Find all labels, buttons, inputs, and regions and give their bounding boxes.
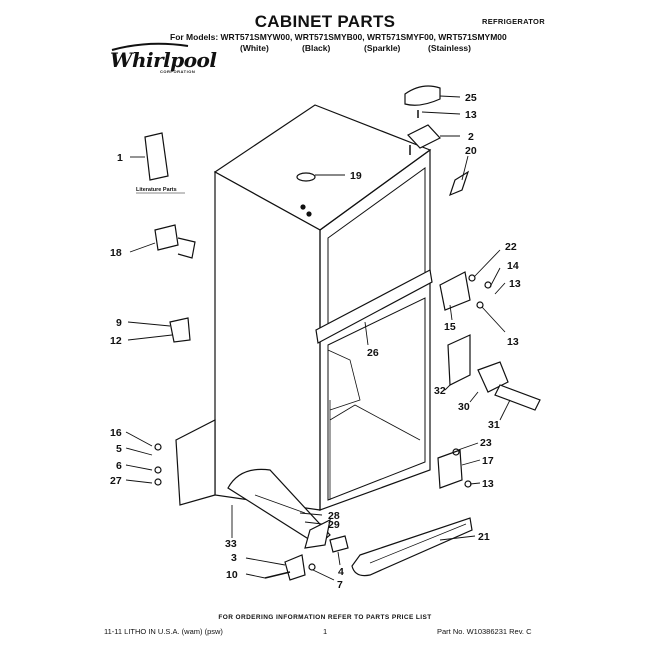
toe-grille-21 xyxy=(351,517,473,577)
callout-10: 10 xyxy=(226,569,238,581)
callout-2: 2 xyxy=(468,131,474,143)
part-12-bracket xyxy=(169,317,191,343)
page-title: CABINET PARTS xyxy=(254,12,396,31)
literature-parts-label: Literature Parts xyxy=(136,187,177,193)
roller-3 xyxy=(284,554,306,581)
part-18-leveler xyxy=(154,224,196,259)
callout-26: 26 xyxy=(367,347,379,359)
hinge-assembly-30 xyxy=(477,361,509,393)
ordering-note: FOR ORDERING INFORMATION REFER TO PARTS … xyxy=(218,614,432,621)
callout-28: 28 xyxy=(328,510,340,522)
whirlpool-logo-swoosh-icon xyxy=(111,42,189,51)
callout-16: 16 xyxy=(110,427,122,439)
callout-1: 1 xyxy=(117,152,123,164)
variant-stainless: (Stainless) xyxy=(428,43,471,53)
callout-15: 15 xyxy=(444,321,456,333)
callout-13-bottom: 13 xyxy=(482,478,494,490)
variant-black: (Black) xyxy=(302,43,331,53)
callout-13-top: 13 xyxy=(465,109,477,121)
callout-12: 12 xyxy=(110,335,122,347)
callout-20: 20 xyxy=(465,145,477,157)
pad-4 xyxy=(329,535,349,553)
callout-3: 3 xyxy=(231,552,237,564)
callout-13-middle: 13 xyxy=(509,278,521,290)
part-number: Part No. W10386231 Rev. C xyxy=(437,627,532,636)
callout-27: 27 xyxy=(110,475,122,487)
callout-32: 32 xyxy=(434,385,446,397)
bracket-32 xyxy=(447,334,471,386)
callout-19: 19 xyxy=(350,170,362,182)
center-mullion xyxy=(315,269,433,344)
hinge-cover-25 xyxy=(404,85,441,106)
literature-parts-icon xyxy=(144,132,169,181)
shim-20 xyxy=(449,170,470,197)
callout-22: 22 xyxy=(505,241,517,253)
litho-info: 11-11 LITHO IN U.S.A. (wam) (psw) xyxy=(104,627,223,636)
callout-9: 9 xyxy=(116,317,122,329)
callout-6: 6 xyxy=(116,460,122,472)
model-list: For Models: WRT571SMYW00, WRT571SMYB00, … xyxy=(170,32,507,42)
cabinet-front-frame xyxy=(319,148,431,511)
base-clip-29 xyxy=(304,518,331,549)
callout-18: 18 xyxy=(110,247,122,259)
bottom-hinge-17 xyxy=(437,449,463,489)
callout-33: 33 xyxy=(225,538,237,550)
callout-7: 7 xyxy=(337,579,343,591)
callout-13-lower: 13 xyxy=(507,336,519,348)
callout-30: 30 xyxy=(458,401,470,413)
callout-23: 23 xyxy=(480,437,492,449)
hinge-pin-31 xyxy=(494,384,541,411)
appliance-category: REFRIGERATOR xyxy=(482,17,545,26)
plug-19 xyxy=(296,172,316,182)
callout-4: 4 xyxy=(338,566,344,578)
callout-17: 17 xyxy=(482,455,494,467)
variant-white: (White) xyxy=(240,43,269,53)
fresh-food-compartment xyxy=(327,297,426,501)
callout-31: 31 xyxy=(488,419,500,431)
center-hinge-14 xyxy=(439,271,471,311)
rear-bracket-27 xyxy=(175,419,216,506)
callout-25: 25 xyxy=(465,92,477,104)
callout-21: 21 xyxy=(478,531,490,543)
callout-29: 29 xyxy=(328,519,340,531)
cabinet-side-face xyxy=(214,170,321,511)
brand-sub: CORPORATION xyxy=(160,69,196,74)
page-number: 1 xyxy=(323,627,328,636)
callout-labels: 25 13 2 20 1 19 18 22 14 13 9 12 15 13 2… xyxy=(110,92,521,591)
callout-5: 5 xyxy=(116,443,122,455)
brand-logo: Whirlpool xyxy=(110,48,217,72)
variant-sparkle: (Sparkle) xyxy=(364,43,401,53)
model-variants: (White) (Black) (Sparkle) (Stainless) xyxy=(0,43,650,55)
top-hinge-2 xyxy=(407,124,441,149)
callout-14: 14 xyxy=(507,260,519,272)
